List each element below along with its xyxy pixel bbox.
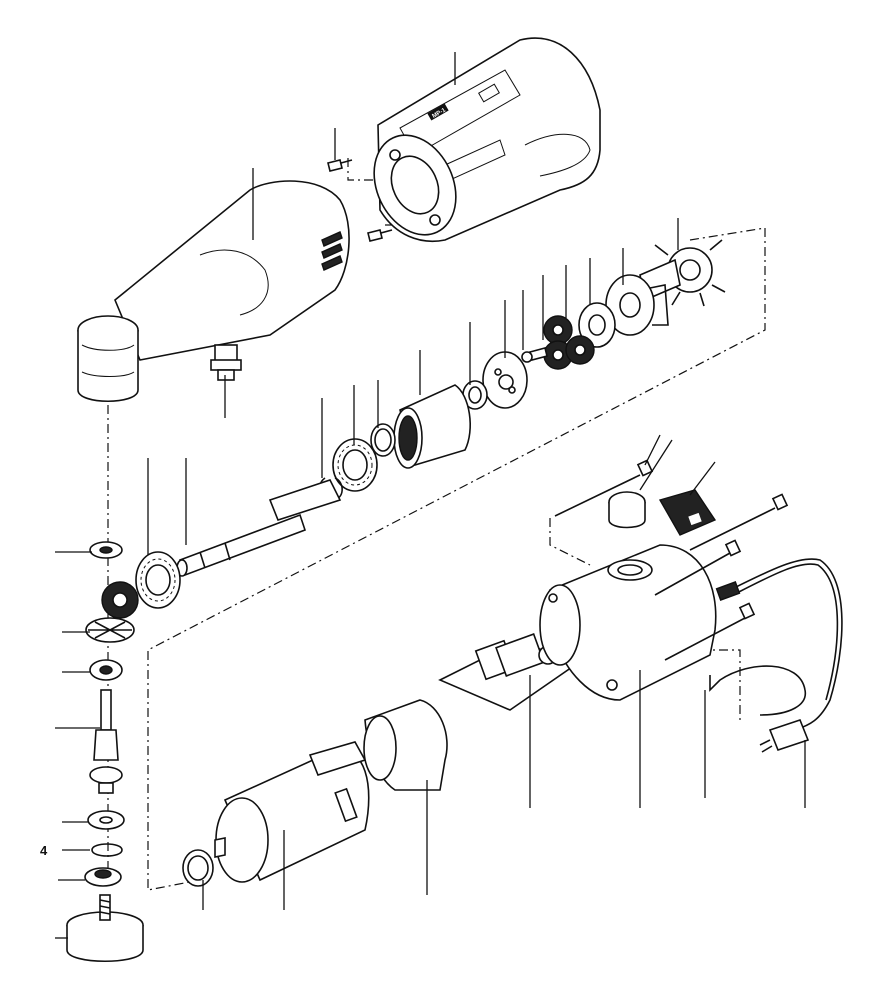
carrier-plate	[482, 351, 528, 409]
bearing-plate	[605, 274, 669, 336]
power-cord	[715, 558, 843, 753]
bevel-gear	[85, 617, 135, 643]
small-pin	[521, 347, 548, 363]
thrust-washer	[578, 302, 616, 348]
power-switch	[658, 489, 717, 536]
ball-bearing-lower	[135, 551, 181, 609]
spindle-shaft	[176, 479, 342, 577]
motor-armature	[214, 741, 370, 883]
handle-housing	[539, 544, 717, 701]
motor-housing: MP-1	[373, 37, 601, 242]
angle-head-housing	[77, 180, 350, 403]
speed-knob	[608, 491, 646, 529]
flat-washer	[87, 810, 125, 830]
circlip	[370, 423, 396, 457]
clamping-flange	[84, 867, 122, 887]
ball-bearing-upper	[332, 438, 378, 492]
output-spindle	[89, 689, 123, 794]
fan-baffle	[363, 699, 448, 791]
pinion-gear	[101, 581, 139, 619]
grease-nipple	[210, 344, 242, 381]
spacer-ring	[462, 380, 488, 410]
internal-wire	[709, 665, 807, 716]
ring-gear	[393, 384, 471, 469]
brush-holder-ring	[182, 849, 214, 887]
bearing-washer	[89, 659, 123, 681]
retaining-ring	[91, 843, 123, 857]
planet-gears	[543, 315, 595, 370]
needle-bearing	[89, 541, 123, 559]
long-screws	[554, 459, 789, 661]
housing-screws	[327, 159, 393, 242]
backing-pad	[66, 894, 144, 962]
callout-number: 4	[40, 843, 48, 858]
leader-lines	[55, 52, 806, 939]
